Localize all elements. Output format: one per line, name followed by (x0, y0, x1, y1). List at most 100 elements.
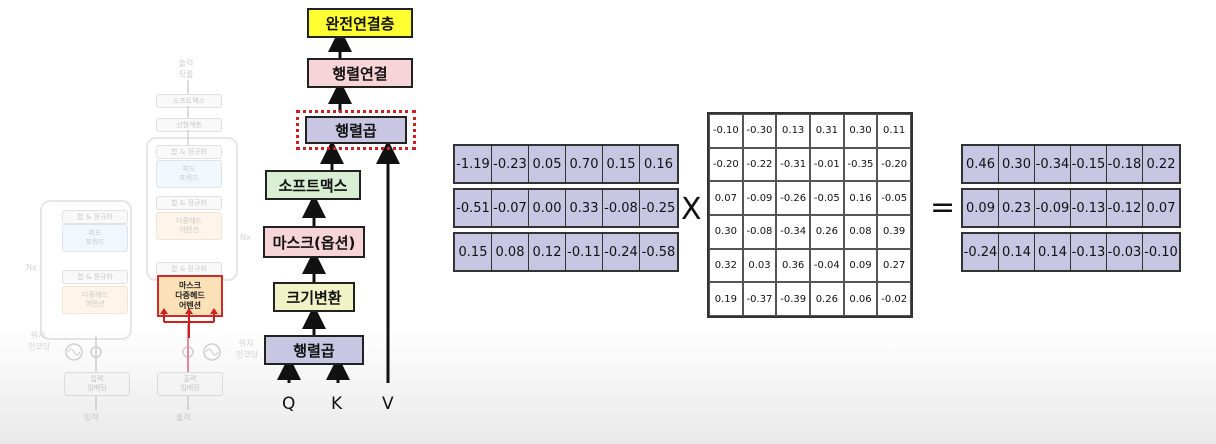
faded-input-embedding: 입력 임베딩 (64, 372, 130, 396)
matrix-cell: -0.04 (810, 248, 844, 283)
matrix-cell: 0.09 (963, 190, 999, 226)
matrix-cell: 0.12 (529, 234, 566, 270)
matrix-cell: 0.08 (492, 234, 529, 270)
matrix-cell: 0.14 (999, 234, 1035, 270)
matrix-cell: 0.26 (810, 215, 844, 249)
matrix-cell: -0.23 (492, 146, 529, 182)
faded-addnorm-1: 합 & 정규화 (156, 145, 222, 159)
matrix-cell: 0.31 (810, 114, 844, 148)
matrix-cell: 0.15 (603, 146, 640, 182)
faded-addnorm-enc-1: 합 & 정규화 (62, 210, 128, 224)
matrix-cell: -0.24 (963, 234, 999, 270)
matrix-cell: 0.16 (843, 181, 878, 215)
matrix-cell: -0.35 (843, 147, 878, 182)
matrix-cell: -1.19 (455, 146, 492, 182)
matrix-cell: 0.07 (709, 181, 743, 215)
matrix-cell: -0.18 (1107, 146, 1143, 182)
faded-mha-decoder: 다중헤드 어텐션 (156, 212, 222, 240)
k-label: K (331, 394, 343, 414)
faded-addnorm-2: 합 & 정규화 (156, 196, 222, 210)
faded-ffn-decoder: 피드 포워드 (156, 160, 222, 188)
times-operator: X (681, 192, 702, 227)
matmul-bottom-box: 행렬곱 (264, 335, 364, 365)
nx-label-encoder: Nx (26, 263, 37, 272)
matrix-cell: 0.27 (877, 248, 911, 283)
encoder-block-outline (40, 200, 132, 340)
matrix-cell: -0.08 (742, 215, 777, 249)
flow-arrows (277, 28, 400, 383)
matrix-cell: -0.13 (1071, 190, 1107, 226)
matmul-highlight-frame (296, 110, 416, 150)
faded-input-label: 입력 (84, 413, 99, 422)
matrix-cell: -0.26 (776, 181, 810, 215)
matrix-cell: -0.03 (1107, 234, 1143, 270)
matrix-cell: -0.07 (492, 190, 529, 226)
matrix-cell: -0.30 (742, 114, 777, 148)
matrix-cell: 0.03 (742, 248, 777, 283)
matrix-cell: -0.37 (742, 282, 777, 316)
mask-optional-box: 마스크(옵션) (263, 226, 365, 258)
matrix-cell: -0.01 (810, 147, 844, 182)
matrix-cell: -0.34 (1035, 146, 1071, 182)
matrix-cell: 0.00 (529, 190, 566, 226)
matrix-cell: 0.13 (776, 114, 810, 148)
matrix-cell: 0.05 (529, 146, 566, 182)
faded-mha-encoder: 다중헤드 어텐션 (62, 286, 128, 314)
softmax-box: 소프트맥스 (265, 170, 361, 200)
matrix-cell: -0.10 (709, 114, 743, 148)
matrix-cell: -0.58 (640, 234, 677, 270)
matrix-cell: -0.13 (1071, 234, 1107, 270)
v-label: V (382, 394, 394, 414)
matrix-cell: 0.14 (1035, 234, 1071, 270)
masked-mha-red-arrows (160, 308, 218, 338)
matrix-cell: 0.19 (709, 282, 743, 316)
matrix-cell: 0.11 (877, 114, 911, 148)
matrix-cell: -0.05 (810, 181, 844, 215)
matrix-cell: 0.26 (810, 282, 844, 316)
matrix-cell: -0.31 (776, 147, 810, 182)
matrix-cell: 0.15 (455, 234, 492, 270)
matrix-cell: -0.11 (566, 234, 603, 270)
matrix-cell: -0.12 (1107, 190, 1143, 226)
matrix-cell: 0.46 (963, 146, 999, 182)
matrix-cell: -0.22 (742, 147, 777, 182)
matrix-cell: -0.09 (742, 181, 777, 215)
scale-box: 크기변환 (273, 282, 355, 312)
faded-linear-box: 선형계층 (156, 118, 222, 132)
matrix-cell: -0.20 (709, 147, 743, 182)
matrix-cell: 0.30 (709, 215, 743, 249)
output-prob-label: 출력 확률 (178, 59, 194, 79)
matrix-cell: -0.20 (877, 147, 911, 182)
matrix-cell: 0.30 (843, 114, 878, 148)
matrix-cell: -0.39 (776, 282, 810, 316)
matrix-cell: 0.08 (843, 215, 878, 249)
matrix-cell: 0.07 (1143, 190, 1179, 226)
matrix-cell: -0.51 (455, 190, 492, 226)
faded-output-label: 출력 (176, 413, 191, 422)
matrix-cell: 0.16 (640, 146, 677, 182)
fully-connected-layer-box: 완전연결층 (307, 8, 413, 38)
faded-softmax-box: 소프트맥스 (156, 94, 222, 108)
faded-output-embedding: 출력 임베딩 (157, 372, 223, 396)
matrix-cell: 0.39 (877, 215, 911, 249)
matrix-cell: -0.34 (776, 215, 810, 249)
matrix-cell: -0.10 (1143, 234, 1179, 270)
matrix-cell: -0.02 (877, 282, 911, 316)
pos-enc-label-right: 위치 인코딩 (236, 339, 259, 359)
matrix-cell: -0.15 (1071, 146, 1107, 182)
concat-box: 행렬연결 (307, 58, 413, 88)
pos-enc-label-left: 위치 인코딩 (28, 331, 51, 351)
matrix-cell: 0.30 (999, 146, 1035, 182)
matmul-top-box: 행렬곱 (305, 116, 407, 144)
matrix-cell: 0.70 (566, 146, 603, 182)
matrix-cell: 0.09 (843, 248, 878, 283)
matrix-cell: -0.25 (640, 190, 677, 226)
matrix-cell: 0.06 (843, 282, 878, 316)
